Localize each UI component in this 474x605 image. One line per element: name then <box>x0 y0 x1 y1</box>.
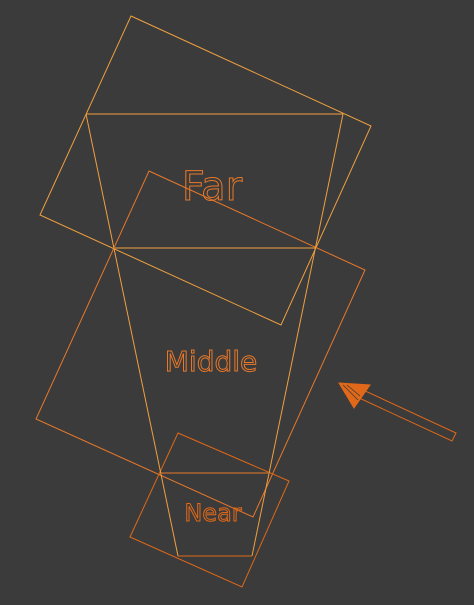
middle-label: Middle <box>165 345 258 378</box>
near-projection-rect <box>129 432 290 588</box>
frustum-right-edge <box>251 113 344 557</box>
middle-projection-rect <box>35 170 366 518</box>
far-projection-rect <box>39 15 372 326</box>
near-label: Near <box>184 499 241 527</box>
far-label: Far <box>182 164 243 210</box>
arrow-icon <box>338 382 457 442</box>
frustum-left-edge <box>85 113 179 557</box>
